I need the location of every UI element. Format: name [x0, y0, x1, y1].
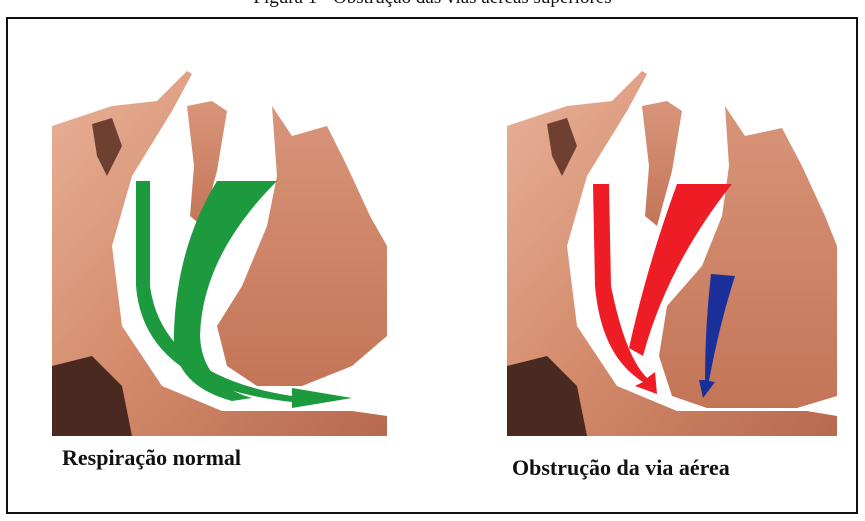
figure-caption: Figura 1 - Obstrução das vias aéreas sup…	[0, 0, 865, 9]
obstructed-airway-label: Obstrução da via aérea	[512, 455, 730, 481]
obstructed-airway-illustration	[507, 66, 837, 436]
normal-airway-illustration	[52, 66, 392, 436]
tongue-mass	[217, 106, 387, 386]
normal-breathing-label: Respiração normal	[62, 445, 241, 471]
obstructed-airway-panel	[507, 66, 837, 436]
collapsed-tongue-mass	[659, 106, 837, 408]
normal-breathing-panel	[52, 66, 392, 436]
